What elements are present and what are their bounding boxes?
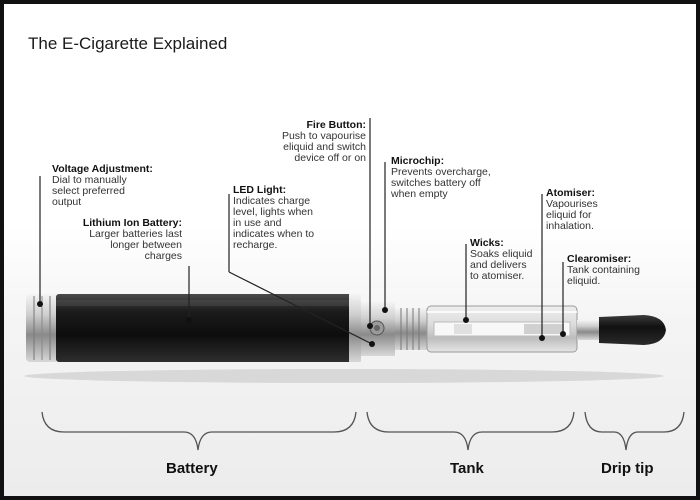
label-led-line: indicates when to — [233, 228, 315, 240]
label-fire-line: Push to vapourise — [281, 130, 366, 142]
label-lithium-ion-battery: Lithium Ion Battery: Larger batteries la… — [70, 218, 182, 262]
label-microchip-line: switches battery off — [391, 177, 481, 189]
label-led-light: LED Light: Indicates charge level, light… — [233, 185, 314, 251]
label-clearomiser-line: eliquid. — [567, 275, 601, 287]
voltage-dial — [26, 294, 58, 362]
label-fire-title: Fire Button: — [306, 119, 367, 131]
label-wicks-title: Wicks: — [470, 237, 504, 249]
label-led-title: LED Light: — [233, 184, 287, 196]
section-drip-tip: Drip tip — [601, 460, 654, 477]
label-battery-line: longer between — [110, 239, 182, 251]
label-battery-title: Lithium Ion Battery: — [82, 217, 182, 229]
label-wicks-line: and delivers — [470, 259, 527, 271]
label-voltage-line: Dial to manually — [52, 174, 127, 186]
diagram-title: The E-Cigarette Explained — [28, 34, 228, 53]
section-tank: Tank — [450, 460, 484, 477]
label-fire-line: eliquid and switch — [283, 141, 366, 153]
threaded-connector — [395, 308, 427, 350]
label-atomiser: Atomiser: Vapourises eliquid for inhalat… — [546, 188, 598, 232]
label-led-line: recharge. — [233, 239, 278, 251]
drip-tip — [599, 315, 666, 345]
label-clearomiser-line: Tank containing — [567, 264, 640, 276]
label-atomiser-title: Atomiser: — [546, 187, 596, 199]
label-fire-line: device off or on — [294, 152, 366, 164]
section-brackets — [41, 411, 685, 451]
label-led-line: in use and — [233, 217, 282, 229]
label-led-line: level, lights when — [233, 206, 313, 218]
label-clearomiser: Clearomiser: Tank containing eliquid. — [567, 254, 640, 287]
battery-ring — [349, 294, 361, 362]
device-shadow — [24, 369, 664, 383]
pointer-lines — [39, 118, 564, 345]
ecig-illustration — [24, 118, 685, 451]
label-atomiser-line: Vapourises — [546, 198, 598, 210]
label-voltage-line: output — [52, 196, 82, 208]
section-battery: Battery — [166, 460, 218, 477]
label-atomiser-line: eliquid for — [546, 209, 592, 221]
label-battery-line: Larger batteries last — [89, 228, 182, 240]
label-microchip-title: Microchip: — [391, 155, 445, 167]
label-fire-button: Fire Button: Push to vapourise eliquid a… — [266, 120, 366, 164]
tip-connector — [577, 320, 599, 340]
label-voltage-adjustment: Voltage Adjustment: Dial to manually sel… — [52, 164, 153, 208]
label-atomiser-line: inhalation. — [546, 220, 594, 232]
label-microchip: Microchip: Prevents overcharge, switches… — [391, 156, 491, 200]
label-voltage-line: select preferred — [52, 185, 125, 197]
label-wicks-line: Soaks eliquid — [470, 248, 533, 260]
fire-button-section — [361, 302, 395, 356]
label-led-line: Indicates charge — [233, 195, 311, 207]
label-wicks: Wicks: Soaks eliquid and delivers to ato… — [470, 238, 532, 282]
label-voltage-title: Voltage Adjustment: — [52, 163, 153, 175]
battery-body — [56, 294, 358, 362]
pointer-dots — [37, 301, 566, 347]
clearomiser-tank — [426, 305, 578, 353]
label-wicks-line: to atomiser. — [470, 270, 525, 282]
label-microchip-line: Prevents overcharge, — [391, 166, 491, 178]
label-clearomiser-title: Clearomiser: — [567, 253, 632, 265]
label-microchip-line: when empty — [391, 188, 448, 200]
label-battery-line: charges — [144, 250, 182, 262]
